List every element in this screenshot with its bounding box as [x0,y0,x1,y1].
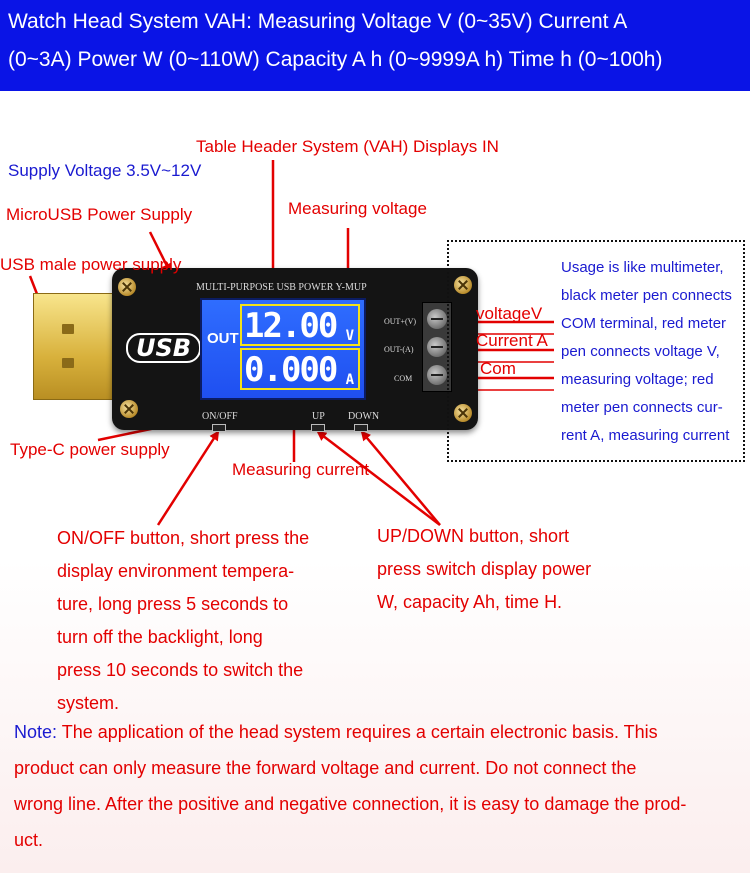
label-supply-voltage: Supply Voltage 3.5V~12V [8,161,202,180]
onoff-note-line: ON/OFF button, short press the [57,528,310,548]
onoff-note-line: turn off the backlight, long [57,627,263,647]
background-fade [0,560,750,873]
arrow-down [360,430,441,526]
updown-note-line: W, capacity Ah, time H. [377,592,563,612]
usb-plug-slot [62,358,74,368]
banner-line-1: Watch Head System VAH: Measuring Voltage… [8,10,628,33]
terminal-label-com: COM [394,374,413,383]
label-measuring-current: Measuring current [232,460,370,479]
voltage-value: 12.00 [244,306,338,346]
lcd-out-label: OUT [207,330,239,347]
usage-line: Usage is like multimeter, [561,259,724,276]
label-voltage-terminal: voltageV [476,304,543,323]
usb-plug-slot [62,324,74,334]
onoff-note-line: press 10 seconds to switch the [57,660,304,680]
note-line: product can only measure the forward vol… [14,758,637,778]
usage-line: meter pen connects cur- [561,399,723,416]
screw-icon [454,276,472,294]
terminal-screw-icon[interactable] [427,365,447,385]
down-silk-label: DOWN [348,411,380,422]
onoff-note: ON/OFF button, short press the display e… [57,522,309,720]
onoff-note-line: display environment tempera- [57,561,295,581]
note-paragraph: Note: The application of the head system… [14,714,686,858]
arrow-up [316,430,441,526]
onoff-note-line: system. [57,693,120,713]
label-microusb: MicroUSB Power Supply [6,205,193,224]
usage-line: black meter pen connects [561,287,732,304]
usb-logo: USB [126,333,202,363]
arrow-microusb [148,231,172,274]
usage-line: pen connects voltage V, [561,343,720,360]
usage-line: COM terminal, red meter [561,315,727,332]
terminal-label-aminus: OUT-(A) [384,345,414,354]
onoff-note-line: ture, long press 5 seconds to [57,594,289,614]
label-current-terminal: Current A [476,331,548,350]
label-typec: Type-C power supply [10,440,170,459]
label-usb-male: USB male power supply [0,255,182,274]
usage-line: rent A, measuring current [561,427,730,444]
screw-icon [454,404,472,422]
onoff-button[interactable] [212,424,226,432]
current-readout: 0.000 A [240,348,360,390]
voltage-unit: V [345,328,354,344]
up-button[interactable] [311,424,325,432]
updown-note-line: UP/DOWN button, short [377,526,570,546]
note-line: The application of the head system requi… [57,722,658,742]
current-value: 0.000 [244,350,338,390]
onoff-silk-label: ON/OFF [202,411,238,422]
board-silkscreen-title: MULTI-PURPOSE USB POWER Y-MUP [196,282,367,293]
terminal-screw-icon[interactable] [427,309,447,329]
note-prefix: Note: [14,722,58,742]
usb-a-plug [33,293,119,400]
note-line: wrong line. After the positive and negat… [14,794,687,814]
arrow-onoff [156,430,220,526]
screw-icon [118,278,136,296]
label-table-header: Table Header System (VAH) Displays IN [196,137,499,156]
screw-icon [120,400,138,418]
label-com-terminal: Com [480,359,516,378]
updown-note: UP/DOWN button, short press switch displ… [377,520,591,619]
usage-line: measuring voltage; red [561,371,714,388]
lcd-display: OUT 12.00 V 0.000 A [200,298,366,400]
updown-note-line: press switch display power [377,559,592,579]
label-measuring-voltage: Measuring voltage [288,199,427,218]
terminal-label-vplus: OUT+(V) [384,317,417,326]
title-banner: Watch Head System VAH: Measuring Voltage… [0,0,750,91]
terminal-screw-icon[interactable] [427,337,447,357]
banner-line-2: (0~3A) Power W (0~110W) Capacity A h (0~… [8,48,663,71]
usage-text: Usage is like multimeter, black meter pe… [561,254,732,450]
up-silk-label: UP [312,411,325,422]
voltage-readout: 12.00 V [240,304,360,346]
usage-box: Usage is like multimeter, black meter pe… [447,240,745,462]
down-button[interactable] [354,424,368,432]
note-line: uct. [14,830,44,850]
current-unit: A [345,372,354,388]
